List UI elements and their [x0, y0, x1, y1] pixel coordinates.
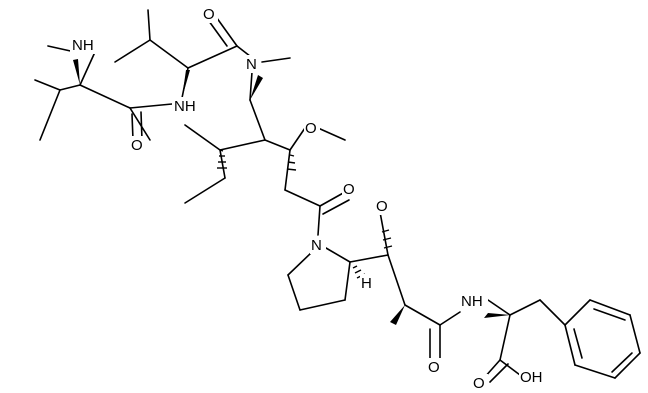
acid-carbonyl-o-label: O [473, 375, 485, 392]
methoxy-o-1-label: O [305, 120, 317, 137]
methoxy-o-2-label: O [376, 198, 388, 215]
hash-bond [286, 154, 297, 171]
carbonyl-o-3-label: O [343, 181, 355, 198]
stereo-bonds [73, 59, 510, 325]
carbonyl-o-2-label: O [203, 6, 215, 23]
bond-layer [34, 9, 641, 383]
atom-labels: NH NH N O O O O N H O NH O O OH [70, 5, 547, 392]
acid-oh-label: OH [520, 369, 543, 386]
n-methyl-label: N [246, 56, 257, 73]
hash-bond [381, 229, 393, 249]
amide-nh-1-label: NH [174, 98, 196, 115]
stereo-h-label: H [361, 275, 372, 292]
nh-methyl-label: NH [72, 37, 94, 54]
hash-bond [217, 149, 227, 169]
carbonyl-o-4-label: O [428, 359, 440, 376]
carbonyl-o-1-label: O [131, 137, 143, 154]
amide-nh-2-label: NH [461, 293, 483, 310]
pyrrolidine-n-label: N [311, 237, 322, 254]
